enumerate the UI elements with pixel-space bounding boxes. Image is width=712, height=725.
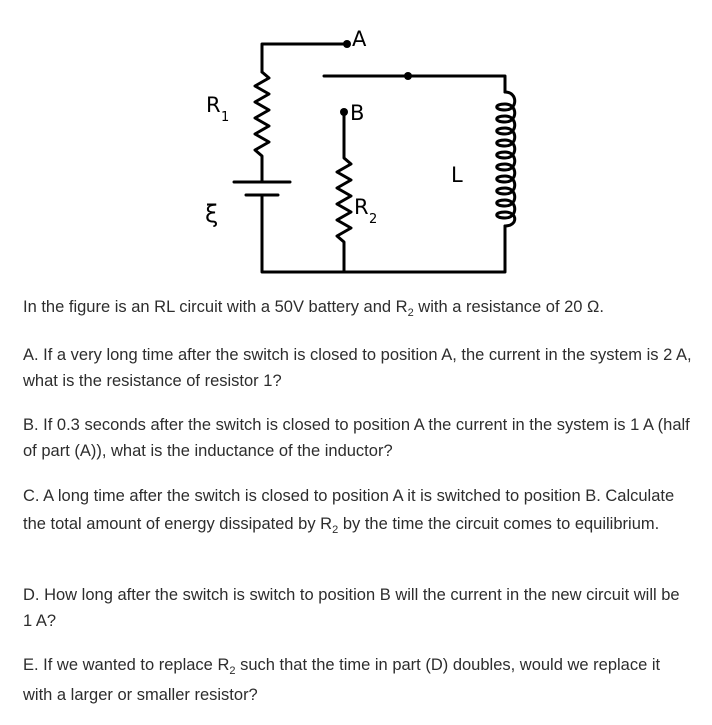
label-b: B [350, 101, 364, 125]
wire-bottom [260, 193, 507, 274]
inductor-coil [495, 90, 517, 228]
wire-switch-bus [322, 74, 507, 94]
rl-circuit-diagram: A B R 1 ξ R 2 L [205, 27, 517, 274]
terminal-b-dot [340, 108, 348, 116]
label-r1-sub: 1 [221, 110, 229, 125]
label-emf: ξ [205, 200, 218, 228]
label-a: A [352, 27, 367, 51]
label-r2-sub: 2 [369, 212, 377, 227]
question-d: D. How long after the switch is switch t… [23, 586, 680, 630]
question-c: C. A long time after the switch is close… [23, 487, 675, 536]
label-r2: R [354, 195, 369, 219]
question-e: E. If we wanted to replace R2 such that … [23, 656, 661, 704]
resistor-r2 [335, 110, 353, 274]
label-l: L [451, 163, 463, 187]
junction-dot [404, 72, 412, 80]
question-a: A. If a very long time after the switch … [23, 346, 692, 390]
wire-left-top [260, 42, 347, 74]
terminal-a-dot [343, 40, 351, 48]
intro-text: In the figure is an RL circuit with a 50… [23, 298, 604, 319]
label-r1: R [206, 93, 221, 117]
question-b: B. If 0.3 seconds after the switch is cl… [23, 416, 690, 460]
resistor-r1 [253, 70, 271, 184]
